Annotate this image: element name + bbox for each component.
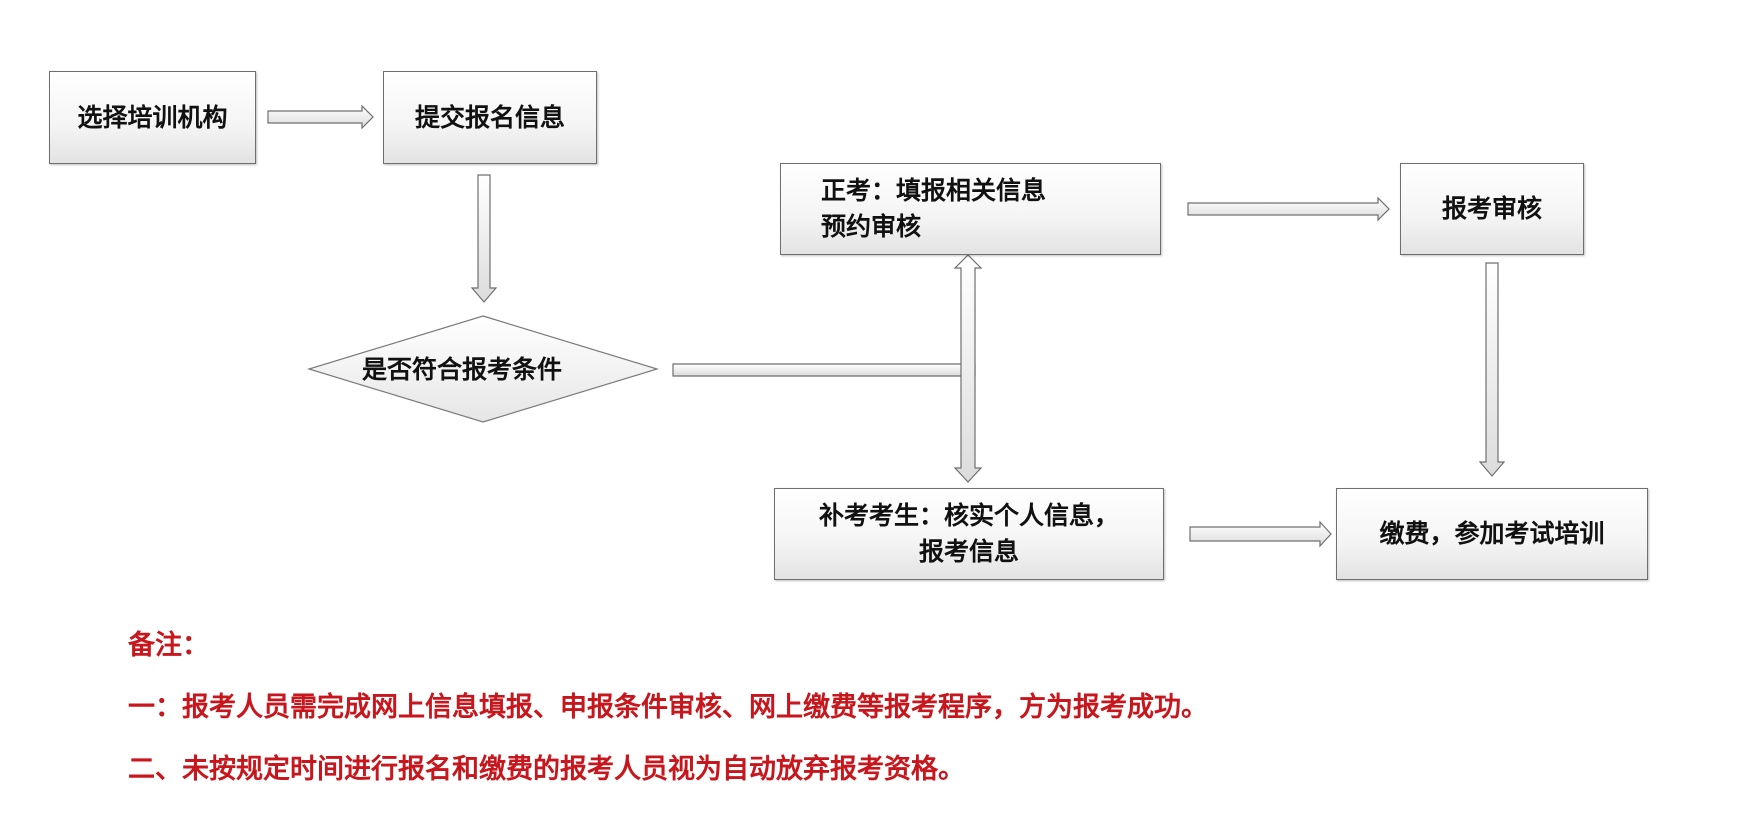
- node-payment-training-label: 缴费，参加考试培训: [1379, 519, 1605, 548]
- notes-line-1: 一：报考人员需完成网上信息填报、申报条件审核、网上缴费等报考程序，方为报考成功。: [128, 692, 1208, 723]
- arrow-submit-to-eligibility: [470, 174, 498, 303]
- connector-eligibility-branch: [672, 363, 976, 377]
- arrow-choose-to-submit: [267, 104, 374, 130]
- node-formal-exam-line2: 预约审核: [821, 212, 922, 241]
- node-makeup-exam-line2: 报考信息: [918, 537, 1019, 566]
- node-formal-exam-line1: 正考：填报相关信息: [821, 176, 1047, 205]
- arrow-makeup-to-payment: [1189, 520, 1332, 548]
- node-submit-info: 提交报名信息: [383, 71, 597, 164]
- node-payment-training: 缴费，参加考试培训: [1336, 488, 1648, 580]
- notes-line-2: 二、未按规定时间进行报名和缴费的报考人员视为自动放弃报考资格。: [128, 754, 965, 785]
- arrow-review-to-payment: [1478, 262, 1506, 477]
- node-submit-info-label: 提交报名信息: [414, 102, 565, 132]
- node-choose-institution-label: 选择培训机构: [77, 102, 228, 132]
- arrow-branch-up-down: [953, 254, 983, 483]
- eligibility-diamond: [306, 315, 660, 423]
- node-formal-exam: 正考：填报相关信息 预约审核: [780, 163, 1161, 255]
- node-exam-review: 报考审核: [1400, 163, 1584, 255]
- notes-heading: 备注：: [128, 630, 209, 661]
- notes-section: 备注： 一：报考人员需完成网上信息填报、申报条件审核、网上缴费等报考程序，方为报…: [128, 618, 1208, 804]
- node-makeup-exam: 补考考生：核实个人信息， 报考信息: [774, 488, 1164, 580]
- node-choose-institution: 选择培训机构: [49, 71, 256, 164]
- eligibility-diamond-label: 是否符合报考条件: [362, 355, 563, 384]
- node-makeup-exam-line1: 补考考生：核实个人信息，: [818, 501, 1119, 530]
- node-exam-review-label: 报考审核: [1441, 194, 1542, 223]
- arrow-formal-to-review: [1187, 196, 1390, 222]
